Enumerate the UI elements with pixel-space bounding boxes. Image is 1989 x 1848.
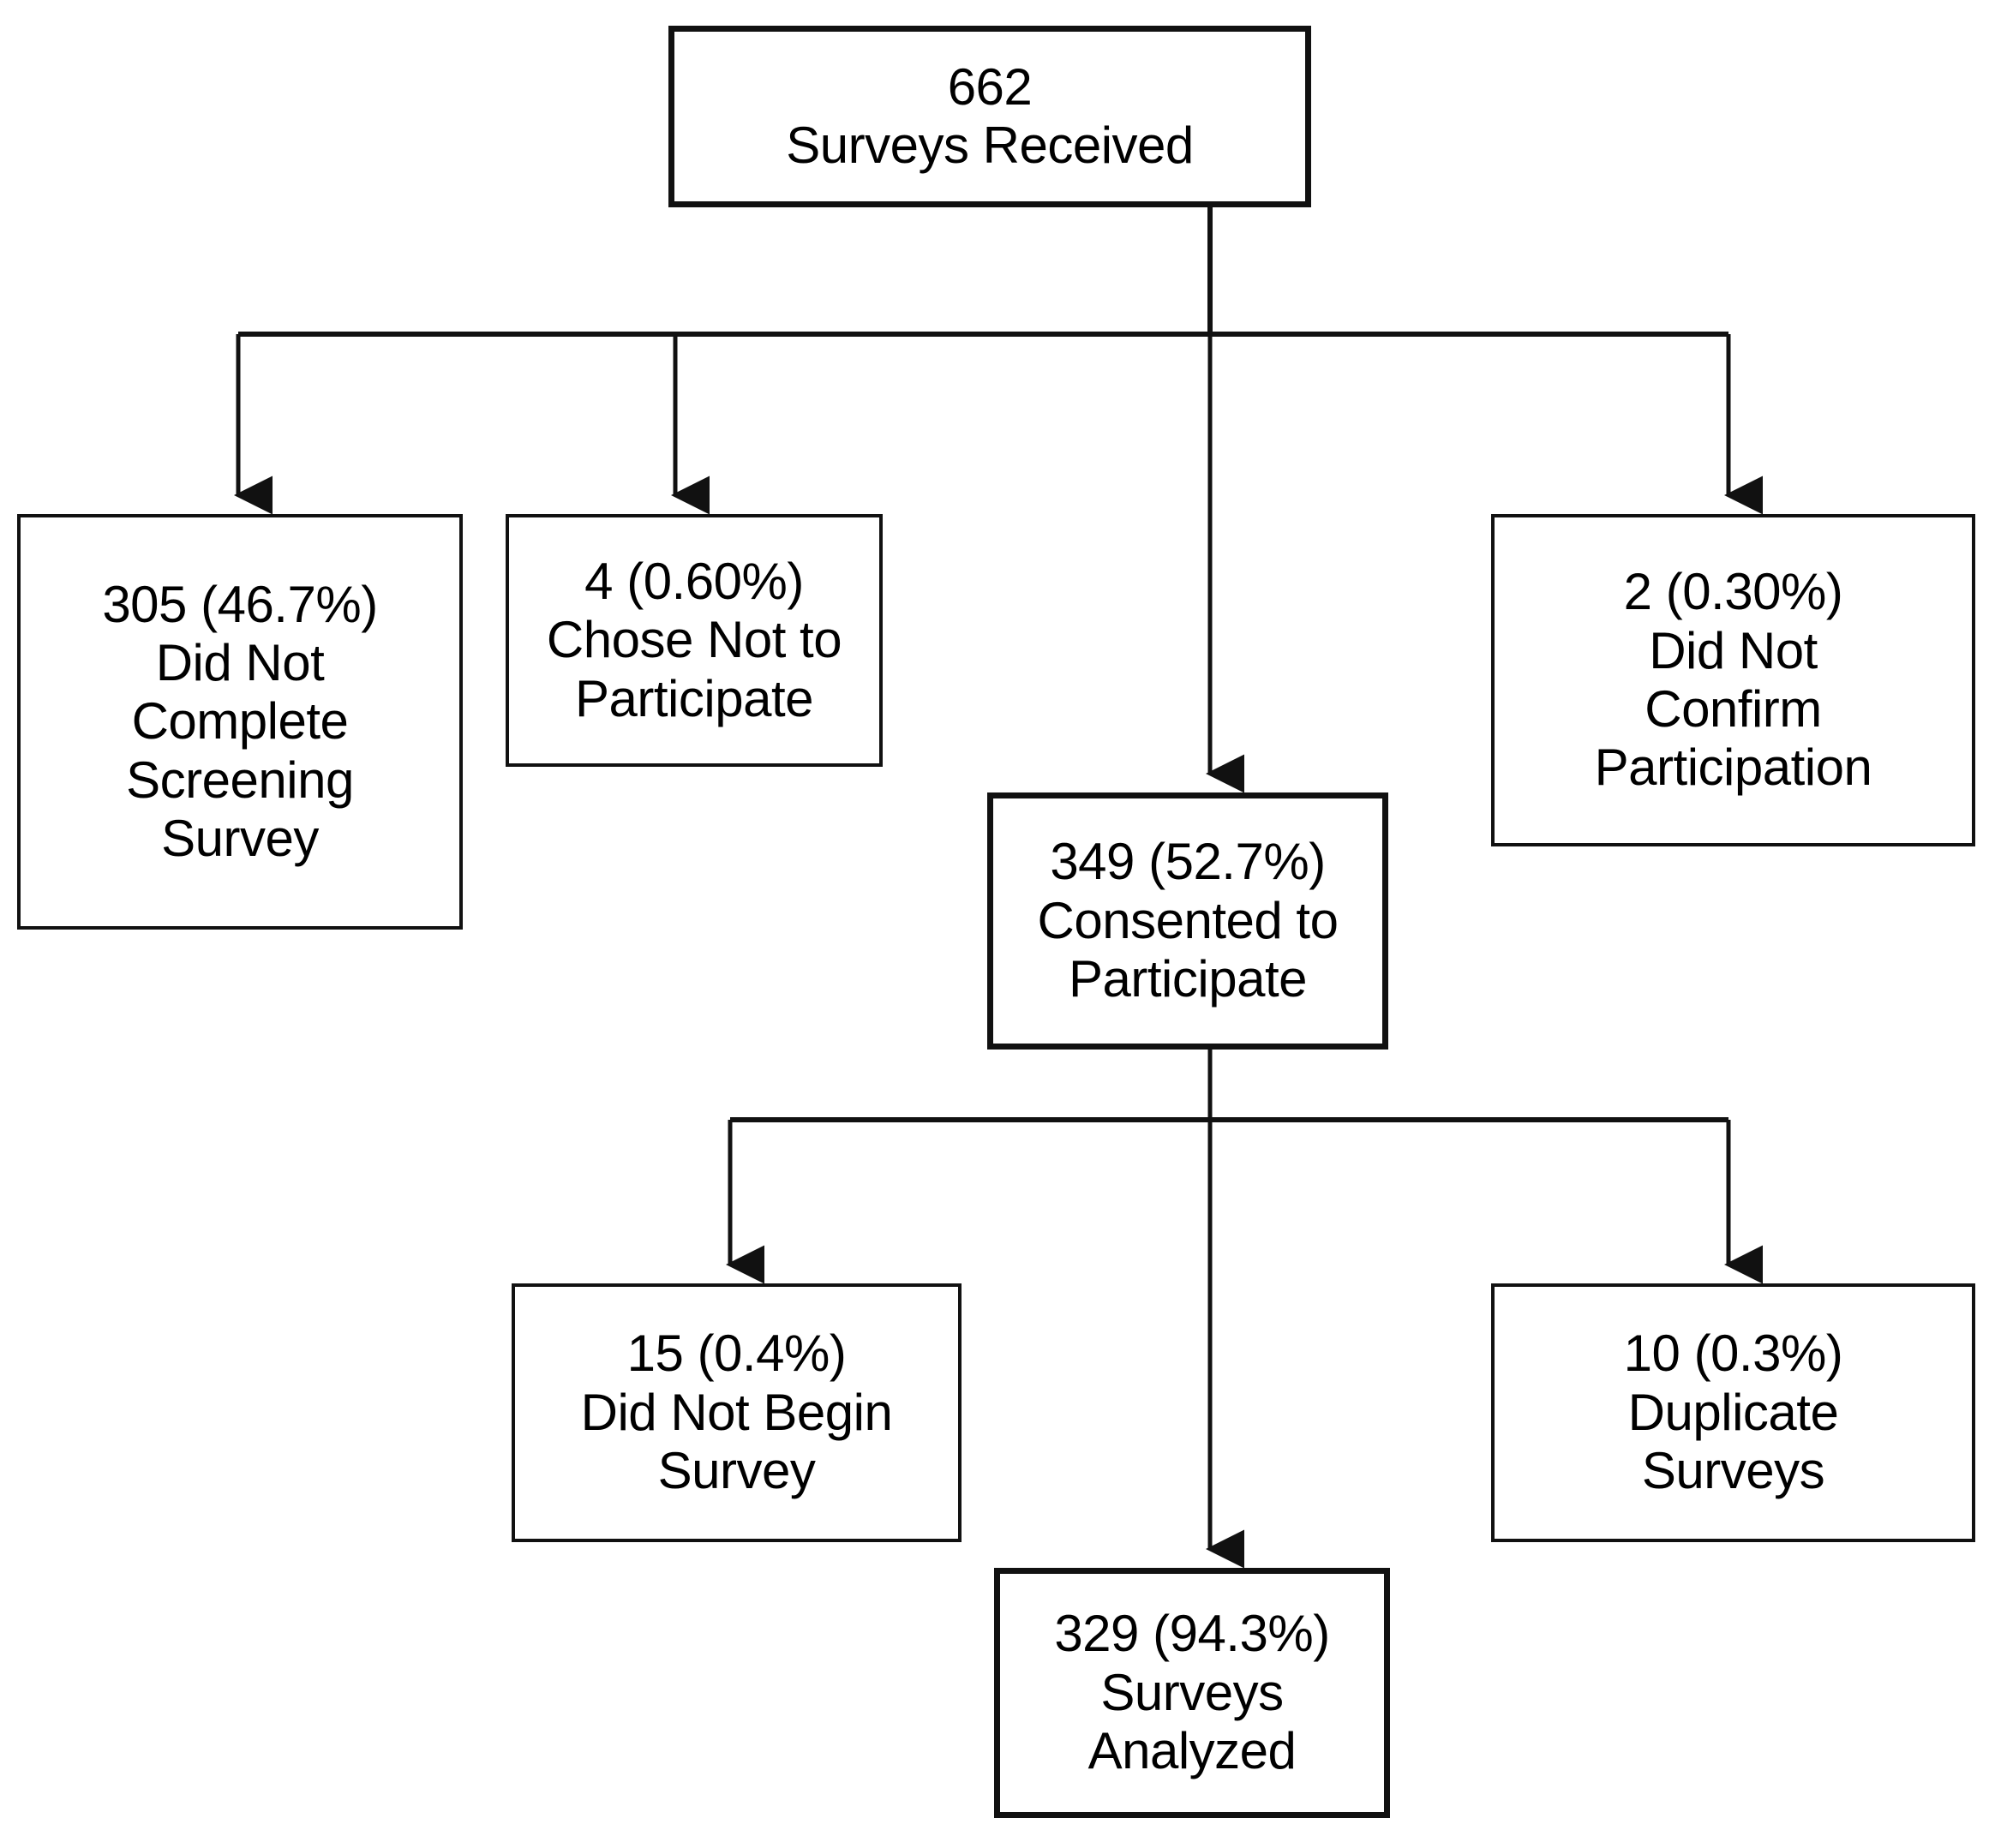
node-line-label-1: Duplicate [1627,1383,1839,1441]
node-line-label-2: Participate [575,669,813,727]
node-line-label-1: Did Not [1649,621,1818,679]
node-line-label: Surveys Received [786,117,1194,174]
node-line-count: 329 (94.3%) [1054,1605,1330,1663]
node-line-label-4: Survey [161,810,319,868]
node-line-label-2: Analyzed [1087,1722,1297,1780]
node-duplicate-surveys: 10 (0.3%) Duplicate Surveys [1491,1283,1975,1542]
node-surveys-analyzed: 329 (94.3%) Surveys Analyzed [994,1568,1390,1818]
node-did-not-begin-survey: 15 (0.4%) Did Not Begin Survey [512,1283,962,1542]
node-line-label-1: Chose Not to [546,611,842,669]
node-line-count: 15 (0.4%) [626,1325,847,1383]
node-line-count: 2 (0.30%) [1623,563,1843,621]
node-line-label-2: Complete [131,692,349,751]
node-line-count: 662 [947,57,1033,116]
node-line-label-1: Did Not Begin [580,1383,893,1441]
node-consented-to-participate: 349 (52.7%) Consented to Participate [987,792,1388,1050]
node-surveys-received: 662 Surveys Received [668,26,1311,207]
node-line-label-2: Participate [1069,950,1307,1008]
node-line-count: 305 (46.7%) [102,575,378,633]
node-chose-not-to-participate: 4 (0.60%) Chose Not to Participate [506,514,883,767]
node-line-label-1: Did Not [155,633,325,691]
node-line-label-2: Survey [657,1442,816,1500]
node-line-label-1: Surveys [1100,1663,1284,1721]
node-line-label-1: Consented to [1037,891,1339,949]
node-line-count: 10 (0.3%) [1623,1325,1843,1383]
node-line-label-3: Screening [126,751,354,809]
node-did-not-confirm-participation: 2 (0.30%) Did Not Confirm Participation [1491,514,1975,846]
node-line-label-2: Confirm [1645,680,1822,738]
node-line-label-2: Surveys [1641,1442,1825,1500]
node-line-count: 4 (0.60%) [584,552,804,610]
node-line-count: 349 (52.7%) [1050,833,1326,891]
node-did-not-complete-screening-survey: 305 (46.7%) Did Not Complete Screening S… [17,514,463,930]
node-line-label-3: Participation [1594,739,1872,797]
